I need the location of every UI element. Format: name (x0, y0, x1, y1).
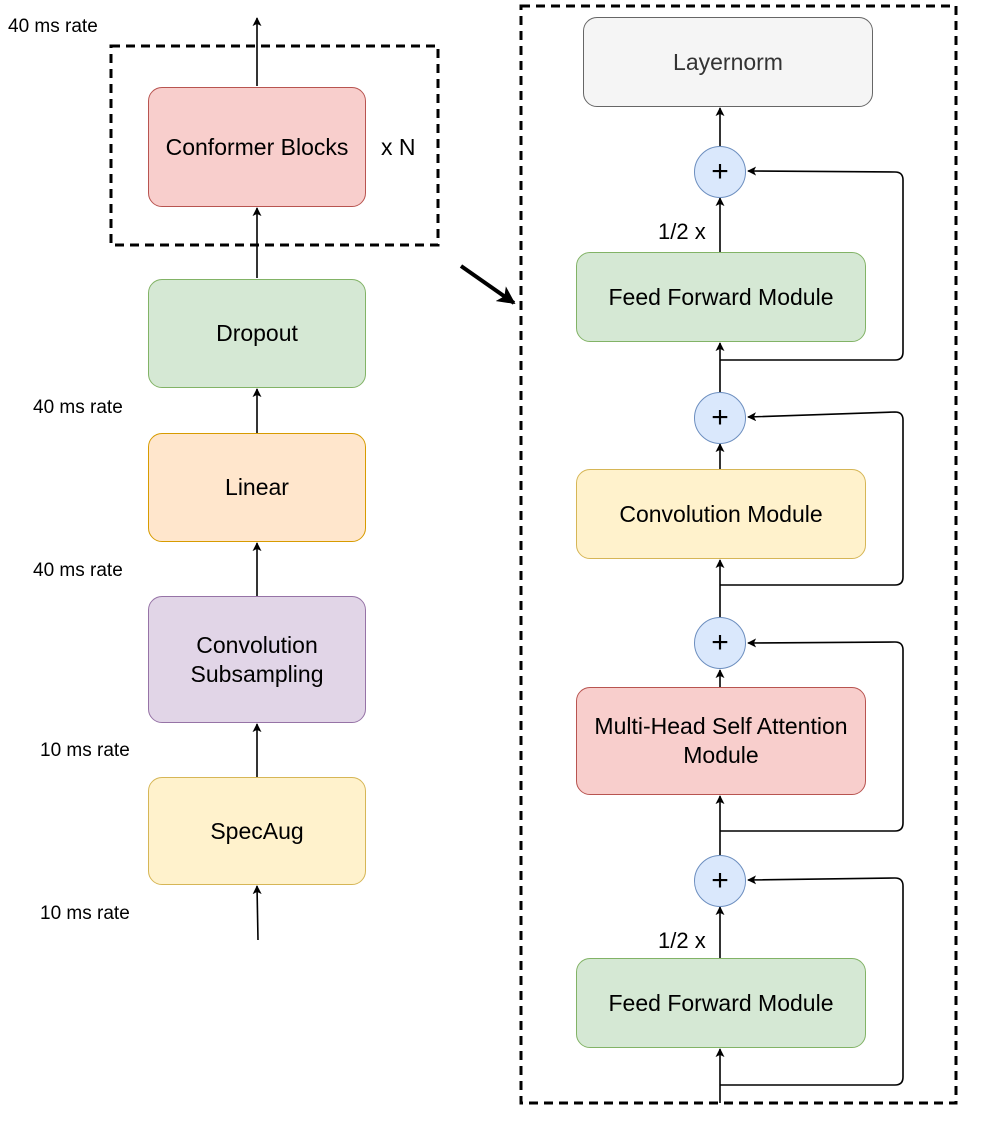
residual-add-3: + (694, 392, 746, 444)
conv-subsampling-box: Convolution Subsampling (148, 596, 366, 723)
plus-icon: + (711, 626, 729, 659)
skip-connection-1 (720, 875, 904, 1086)
plus-icon: + (711, 155, 729, 188)
conv-subsampling-label: Convolution Subsampling (190, 631, 324, 687)
rate-label-bottom: 10 ms rate (40, 903, 130, 924)
conformer-block-dashed-frame (109, 44, 440, 247)
skip-connection-3 (720, 411, 904, 586)
residual-add-4: + (694, 146, 746, 198)
rate-label-top: 40 ms rate (8, 16, 98, 37)
conformer-blocks-label: Conformer Blocks (165, 133, 349, 160)
linear-label: Linear (225, 474, 289, 500)
ffn-bottom-label: Feed Forward Module (608, 989, 834, 1016)
conformer-detail-dashed-frame (519, 4, 958, 1105)
conv-module-box: Convolution Module (576, 469, 866, 559)
dropout-box: Dropout (148, 279, 366, 388)
specaug-label: SpecAug (210, 817, 304, 844)
layernorm-label: Layernorm (673, 48, 783, 75)
skip-connection-4 (720, 166, 904, 361)
half-scale-label-top: 1/2 x (658, 219, 706, 244)
ffn-top-box: Feed Forward Module (576, 252, 866, 342)
mhsa-box: Multi-Head Self Attention Module (576, 687, 866, 795)
conformer-blocks-box: Conformer Blocks (148, 87, 366, 207)
plus-icon: + (711, 864, 729, 897)
skip-connection-2 (720, 638, 904, 832)
layernorm-box: Layernorm (583, 17, 873, 107)
arrow-input-to-specaug (252, 885, 262, 941)
ffn-bottom-box: Feed Forward Module (576, 958, 866, 1048)
zoom-arrow (459, 264, 516, 305)
mhsa-label: Multi-Head Self Attention Module (594, 713, 848, 768)
rate-label-dropout-linear: 40 ms rate (33, 397, 123, 418)
linear-box: Linear (148, 433, 366, 542)
rate-label-conv-specaug: 10 ms rate (40, 740, 130, 761)
rate-label-linear-conv: 40 ms rate (33, 560, 123, 581)
dropout-label: Dropout (216, 320, 298, 346)
repeat-label: x N (381, 134, 416, 160)
plus-icon: + (711, 401, 729, 434)
residual-add-2: + (694, 617, 746, 669)
half-scale-label-bottom: 1/2 x (658, 928, 706, 953)
residual-add-1: + (694, 855, 746, 907)
specaug-box: SpecAug (148, 777, 366, 885)
conv-module-label: Convolution Module (619, 500, 823, 527)
ffn-top-label: Feed Forward Module (608, 283, 834, 310)
